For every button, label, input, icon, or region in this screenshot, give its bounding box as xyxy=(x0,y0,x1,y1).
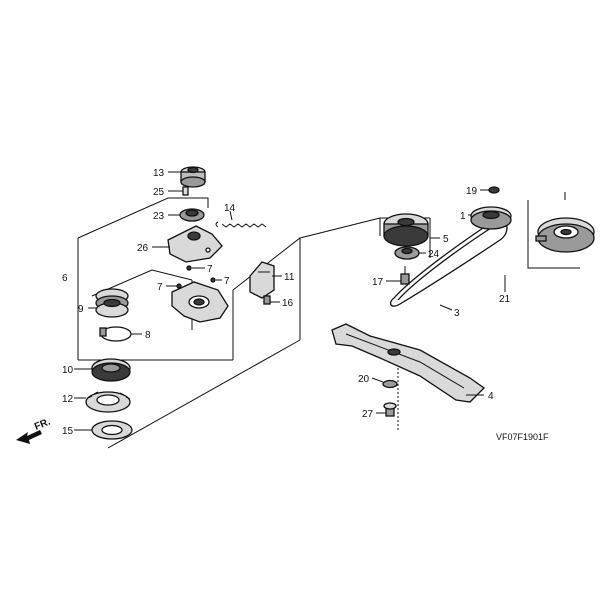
callout-24: 24 xyxy=(428,249,440,260)
callout-1: 1 xyxy=(460,211,466,222)
part-23-bearing xyxy=(179,208,205,222)
part-10-disc xyxy=(91,358,131,382)
part-26-bracket-plate xyxy=(167,225,223,263)
callout-26: 26 xyxy=(137,243,149,254)
leader-lines xyxy=(74,171,506,431)
part-24-lower-bearing xyxy=(394,246,420,260)
callout-7a: 7 xyxy=(207,264,213,275)
callout-5: 5 xyxy=(443,234,449,245)
part-27-bolt xyxy=(383,402,397,417)
callout-21: 21 xyxy=(499,294,511,305)
callout-11: 11 xyxy=(284,272,295,283)
callout-14: 14 xyxy=(224,203,236,214)
group-bracket-lines xyxy=(77,192,580,449)
callout-labels: 13 25 23 14 26 7 7 7 11 16 6 9 8 10 12 1… xyxy=(62,168,511,437)
part-17-bolt xyxy=(400,266,410,285)
part-5-upper-pulley xyxy=(383,213,429,247)
callout-25: 25 xyxy=(153,187,165,198)
callout-23: 23 xyxy=(153,211,165,222)
callout-15: 15 xyxy=(62,426,74,437)
front-arrow-label: FR. xyxy=(33,416,52,432)
callout-9: 9 xyxy=(78,304,84,315)
callout-7b: 7 xyxy=(224,276,230,287)
callout-17: 17 xyxy=(372,277,384,288)
part-14-spring xyxy=(215,221,267,228)
callout-16: 16 xyxy=(282,298,294,309)
part-11-lever-bracket xyxy=(249,261,275,299)
callout-19: 19 xyxy=(466,186,478,197)
part-3-belt xyxy=(389,219,508,307)
callout-3: 3 xyxy=(454,308,460,319)
callout-12: 12 xyxy=(62,394,74,405)
part-16-bolt xyxy=(263,295,271,305)
inset-pulley xyxy=(535,217,595,253)
callout-8: 8 xyxy=(145,330,151,341)
part-9-coil xyxy=(95,288,129,318)
callout-7c: 7 xyxy=(157,282,163,293)
part-25-pin xyxy=(182,186,189,196)
part-13-collar xyxy=(180,166,206,188)
part-20-washer xyxy=(382,379,398,389)
part-12-gear-ring xyxy=(85,391,131,413)
part-8-clip xyxy=(99,326,132,342)
callout-10: 10 xyxy=(62,365,74,376)
callout-20: 20 xyxy=(358,374,370,385)
front-direction-arrow: FR. xyxy=(16,416,52,444)
callout-13: 13 xyxy=(153,168,165,179)
part-19-nut xyxy=(488,186,500,194)
callout-4: 4 xyxy=(488,391,494,402)
part-4-blade xyxy=(331,323,486,403)
part-15-washer xyxy=(91,420,133,440)
part-1-pulley xyxy=(470,206,512,230)
reference-code: VF07F1901F xyxy=(496,432,549,442)
callout-6: 6 xyxy=(62,273,68,284)
part-housing-plate xyxy=(171,281,229,323)
callout-27: 27 xyxy=(362,409,374,420)
